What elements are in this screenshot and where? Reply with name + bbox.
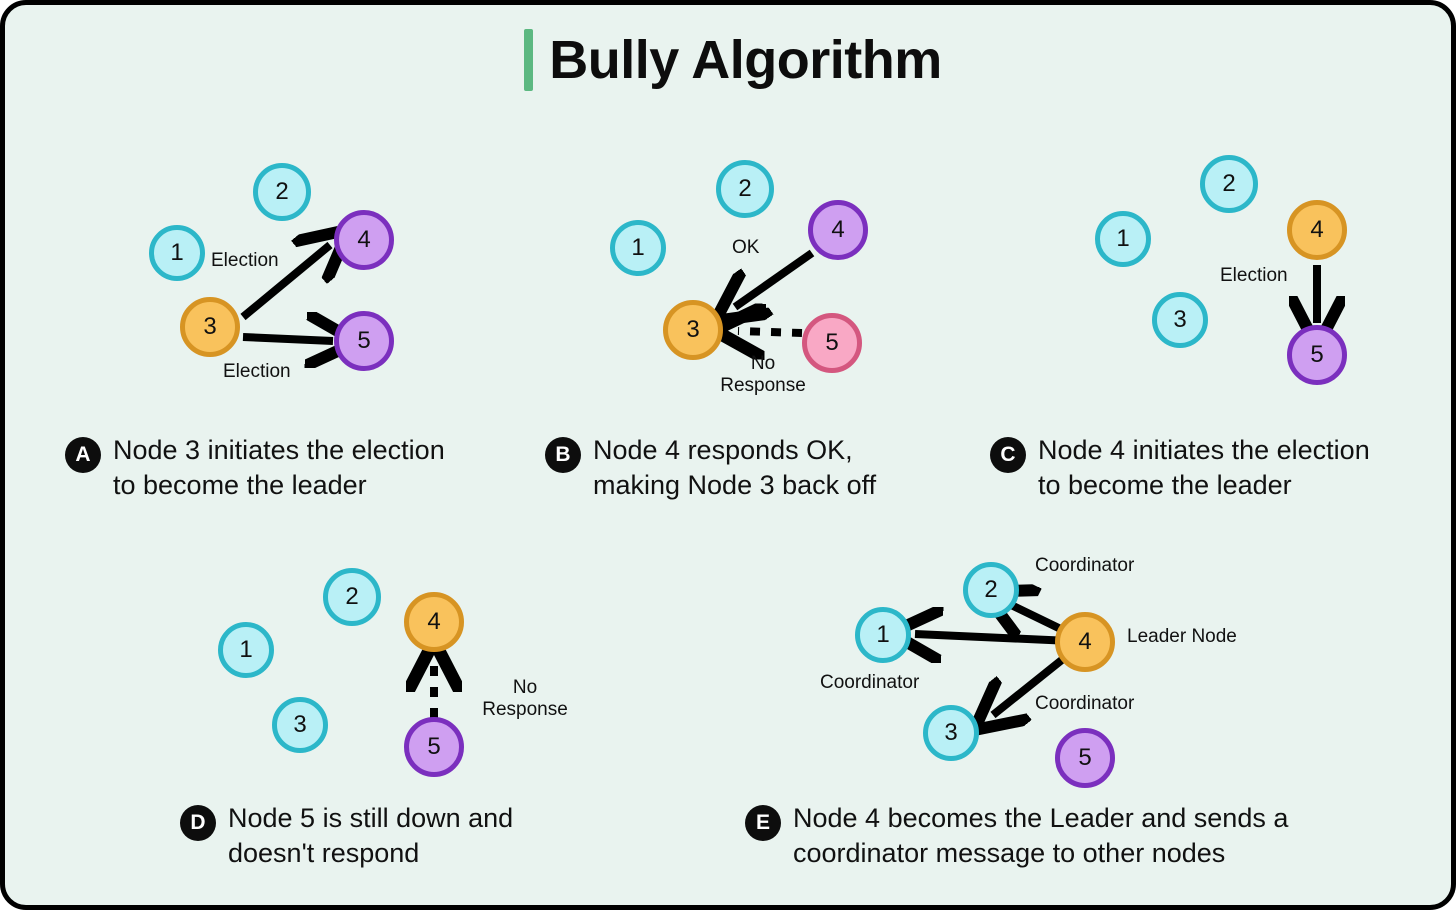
caption-text-b: Node 4 responds OK, making Node 3 back o… — [593, 435, 877, 500]
node-label: 2 — [738, 175, 752, 202]
node-4: 4 — [1287, 200, 1347, 260]
node-3: 3 — [663, 300, 723, 360]
panel-a: 1 2 3 4 5 Election Election — [125, 145, 465, 405]
title-label: Bully Algorithm — [549, 30, 942, 90]
node-label: 4 — [427, 608, 441, 635]
caption-badge-b: B — [545, 437, 581, 473]
panel-a-arrows — [240, 145, 465, 405]
edge-label-coordinator-1: Coordinator — [820, 672, 920, 693]
title-accent-bar — [524, 29, 534, 91]
node-1: 1 — [610, 220, 666, 276]
node-3: 3 — [272, 697, 328, 753]
caption-text-e: Node 4 becomes the Leader and sends a co… — [793, 803, 1289, 868]
caption-badge-c: C — [990, 437, 1026, 473]
caption-e: E Node 4 becomes the Leader and sends a … — [745, 801, 1365, 870]
node-label: 3 — [203, 313, 217, 340]
node-label: 1 — [631, 234, 645, 261]
panel-d-arrows — [200, 560, 580, 718]
panel-c: 1 2 3 4 5 Election — [1080, 145, 1400, 405]
node-label: 1 — [1116, 225, 1130, 252]
panel-c-arrows — [1080, 265, 1400, 405]
caption-c: C Node 4 initiates the election to becom… — [990, 433, 1440, 502]
edge-label-election-5: Election — [223, 361, 291, 382]
node-label: 3 — [686, 316, 700, 343]
node-label: 2 — [1222, 170, 1236, 197]
caption-text-d: Node 5 is still down and doesn't respond — [228, 803, 514, 868]
node-4: 4 — [1055, 612, 1115, 672]
caption-a: A Node 3 initiates the election to becom… — [65, 433, 525, 502]
node-label: 3 — [944, 719, 958, 746]
node-5: 5 — [404, 717, 464, 777]
node-2: 2 — [253, 163, 311, 221]
caption-badge-d: D — [180, 805, 216, 841]
edge-label-ok: OK — [732, 237, 760, 258]
node-label: 4 — [1310, 216, 1324, 243]
node-2: 2 — [323, 568, 381, 626]
panel-e: 1 2 3 4 5 Coordinator Coordinator Coordi… — [815, 550, 1275, 795]
caption-text-c: Node 4 initiates the election to become … — [1038, 435, 1370, 500]
page-title: Bully Algorithm — [5, 29, 1451, 91]
node-label: 1 — [170, 239, 184, 266]
caption-text-a: Node 3 initiates the election to become … — [113, 435, 445, 500]
node-1: 1 — [1095, 211, 1151, 267]
node-label: 3 — [293, 711, 307, 738]
panel-b-arrows — [590, 249, 815, 405]
caption-b: B Node 4 responds OK, making Node 3 back… — [545, 433, 975, 502]
node-label: 5 — [1078, 744, 1092, 771]
panel-b: 1 2 3 4 5 OK No Response — [590, 145, 910, 405]
node-label: 5 — [427, 733, 441, 760]
edge-label-election: Election — [1220, 265, 1288, 286]
node-2: 2 — [963, 562, 1019, 618]
node-1: 1 — [149, 225, 205, 281]
node-label: 4 — [357, 226, 371, 253]
edge-label-election-4: Election — [211, 250, 279, 271]
node-label: 4 — [831, 216, 845, 243]
node-5: 5 — [802, 313, 862, 373]
node-label: 5 — [357, 327, 371, 354]
node-1: 1 — [855, 607, 911, 663]
node-3: 3 — [1152, 292, 1208, 348]
node-label: 1 — [876, 621, 890, 648]
panel-d: 1 2 3 4 5 No Response — [200, 560, 580, 800]
caption-badge-e: E — [745, 805, 781, 841]
node-label: 3 — [1173, 306, 1187, 333]
node-label: 1 — [239, 636, 253, 663]
node-3: 3 — [923, 705, 979, 761]
node-5: 5 — [334, 311, 394, 371]
node-4: 4 — [808, 200, 868, 260]
node-label: 2 — [345, 583, 359, 610]
node-3: 3 — [180, 297, 240, 357]
node-5: 5 — [1055, 728, 1115, 788]
edge-label-coordinator-2: Coordinator — [1035, 555, 1135, 576]
edge-label-no-response: No Response — [720, 353, 806, 397]
node-2: 2 — [1200, 155, 1258, 213]
caption-badge-a: A — [65, 437, 101, 473]
node-4: 4 — [404, 592, 464, 652]
node-label: 4 — [1078, 628, 1092, 655]
edge-label-coordinator-3: Coordinator — [1035, 693, 1135, 714]
edge-label-no-response: No Response — [482, 677, 568, 721]
annotation-leader-node: Leader Node — [1127, 626, 1237, 647]
node-label: 2 — [984, 576, 998, 603]
node-4: 4 — [334, 210, 394, 270]
node-label: 5 — [825, 329, 839, 356]
node-2: 2 — [716, 160, 774, 218]
node-label: 5 — [1310, 341, 1324, 368]
node-5: 5 — [1287, 325, 1347, 385]
node-label: 2 — [275, 178, 289, 205]
node-1: 1 — [218, 622, 274, 678]
caption-d: D Node 5 is still down and doesn't respo… — [180, 801, 600, 870]
